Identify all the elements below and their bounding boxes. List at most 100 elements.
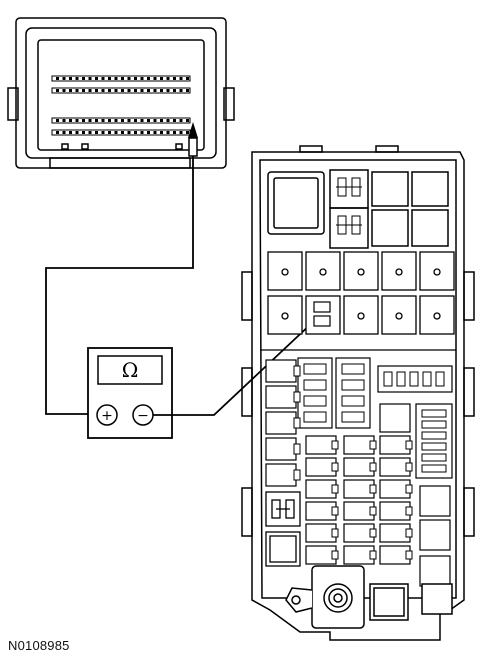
connector-pin <box>173 131 176 134</box>
connector-pin <box>160 89 163 92</box>
fuse-tab <box>293 417 301 429</box>
connector-pin <box>134 131 137 134</box>
probe-tip-positive <box>188 122 198 157</box>
connector-pin <box>134 119 137 122</box>
fuse-tab <box>293 469 301 481</box>
connector-pin <box>153 119 157 122</box>
connector-pins <box>51 75 191 136</box>
connector-pin <box>88 77 92 80</box>
connector-pin <box>140 131 144 134</box>
connector-pin <box>75 119 79 122</box>
mini-fuse-slots <box>303 363 447 473</box>
fuse-tab <box>405 550 413 560</box>
connector-pin <box>147 119 150 122</box>
fuse-tab <box>369 506 377 516</box>
mini-fuse <box>341 363 365 375</box>
connector-pin <box>166 119 170 122</box>
connector-pin <box>69 131 72 134</box>
connector-pin <box>173 89 176 92</box>
connector-pin <box>186 89 189 92</box>
mini-fuse <box>435 371 445 387</box>
mini-fuse <box>341 379 365 391</box>
connector-pin <box>101 131 105 134</box>
relay-pin <box>281 268 289 276</box>
connector-pin <box>114 119 118 122</box>
fuse-tab <box>331 440 339 450</box>
connector-pin <box>127 89 131 92</box>
connector-pin <box>121 119 124 122</box>
connector-pin <box>101 77 105 80</box>
connector-pin <box>173 119 176 122</box>
fuse-slot <box>265 385 297 409</box>
connector-pin <box>95 131 98 134</box>
positive-terminal-label: + <box>101 408 113 424</box>
connector-pin <box>140 119 144 122</box>
connector-pin <box>75 77 79 80</box>
connector-pin <box>114 89 118 92</box>
connector-pin <box>147 89 150 92</box>
connector-pin <box>101 89 105 92</box>
fuse-holder-detail <box>336 177 362 235</box>
fuse-square <box>419 485 451 517</box>
fuse-slot <box>265 437 297 461</box>
ohmmeter-icon: Ω + − <box>87 347 173 439</box>
connector-pin <box>108 131 111 134</box>
mini-fuse <box>421 464 447 473</box>
fuse-tab <box>369 550 377 560</box>
connector-pin <box>127 119 131 122</box>
ground-stud-icon <box>285 565 453 629</box>
mini-fuse <box>341 395 365 407</box>
connector-pin <box>101 119 105 122</box>
connector-pin <box>147 77 150 80</box>
mini-fuse <box>396 371 406 387</box>
connector-pin <box>95 89 98 92</box>
connector-pin <box>186 77 189 80</box>
relay-pin <box>319 268 327 276</box>
mini-fuse <box>303 379 327 391</box>
connector-pin <box>82 131 85 134</box>
fuse-tab <box>293 365 301 377</box>
connector-icon <box>7 17 235 169</box>
fuse-symbol <box>313 315 331 327</box>
connector-pin <box>153 131 157 134</box>
fuse-symbol <box>313 301 331 313</box>
connector-pin <box>166 89 170 92</box>
connector-pin <box>134 77 137 80</box>
relay-pin <box>395 268 403 276</box>
connector-pin <box>88 119 92 122</box>
left-fuse-column <box>265 359 301 487</box>
connector-pin <box>88 131 92 134</box>
connector-pin <box>140 89 144 92</box>
fuse-tab <box>405 528 413 538</box>
relay-pin <box>433 312 441 320</box>
probe-lead-positive <box>45 130 194 415</box>
connector-pin <box>140 77 144 80</box>
fuse-tab <box>369 528 377 538</box>
connector-pin <box>153 77 157 80</box>
mini-fuse <box>303 363 327 375</box>
connector-pin <box>160 119 163 122</box>
mini-fuse <box>303 411 327 423</box>
connector-pin <box>173 77 176 80</box>
relay-pin <box>433 268 441 276</box>
connector-pin <box>108 77 111 80</box>
connector-pin <box>56 89 59 92</box>
connector-pin <box>88 89 92 92</box>
connector-pin <box>121 131 124 134</box>
connector-pin <box>127 131 131 134</box>
fuse-tab <box>331 506 339 516</box>
fuse-slot <box>379 403 411 433</box>
relay-grid <box>267 251 455 335</box>
relay-pin <box>395 312 403 320</box>
connector-pin <box>82 89 85 92</box>
connector-pin <box>179 119 183 122</box>
connector-pin <box>186 131 189 134</box>
mini-fuse <box>422 371 432 387</box>
connector-pin <box>179 89 183 92</box>
connector-pin <box>75 131 79 134</box>
mini-fuse <box>421 431 447 440</box>
fuse-tab <box>369 462 377 472</box>
probe-lead-negative <box>153 321 314 416</box>
mini-fuse <box>421 453 447 462</box>
